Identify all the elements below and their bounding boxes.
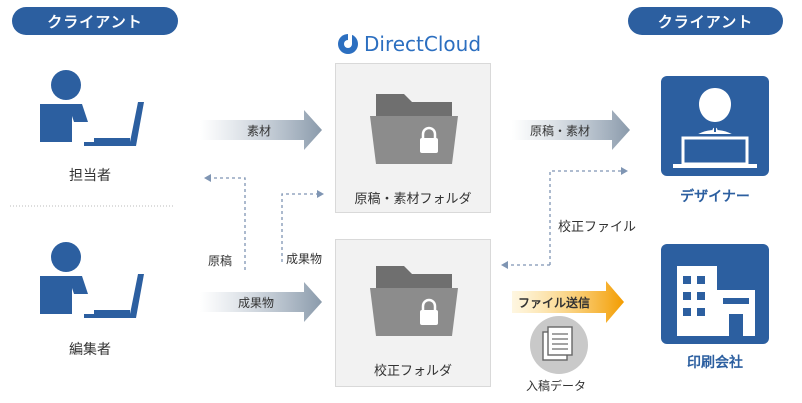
folder-1-box: 原稿・素材フォルダ: [335, 63, 491, 213]
folder-2-box: 校正フォルダ: [335, 239, 491, 387]
person-1-label: 担当者: [69, 168, 111, 184]
arrow-seikabutsu-2-label: 成果物: [238, 296, 275, 310]
label-kousei-file: 校正ファイル: [558, 220, 637, 235]
printer-label: 印刷会社: [687, 355, 743, 371]
logo-text: DirectCloud: [364, 32, 482, 56]
arrow-file-soushin-label: ファイル送信: [518, 296, 591, 310]
left-client-badge: クライアント: [12, 7, 178, 35]
designer-tile: [661, 76, 769, 176]
right-client-badge: クライアント: [628, 7, 783, 35]
arrow-sozai-label: 素材: [247, 124, 272, 138]
arrow-seikabutsu-2: [200, 282, 322, 322]
folder-1-label: 原稿・素材フォルダ: [354, 192, 472, 207]
arrow-genkou-sozai: [512, 110, 630, 150]
designer-icon: [673, 88, 757, 168]
arrow-genkou-sozai-label: 原稿・素材: [530, 124, 591, 138]
label-genkou: 原稿: [208, 254, 233, 268]
person-2-label: 編集者: [69, 342, 111, 358]
arrow-file-soushin: [512, 281, 624, 323]
printer-tile: [661, 244, 769, 344]
building-icon: [677, 266, 755, 336]
arrow-sozai: [200, 110, 322, 150]
folder-2-icon: [370, 266, 458, 336]
folder-2-label: 校正フォルダ: [373, 364, 452, 379]
designer-label: デザイナー: [680, 189, 750, 205]
label-seikabutsu-1: 成果物: [286, 252, 323, 266]
folder-1-icon: [370, 94, 458, 164]
document-label: 入稿データ: [526, 379, 587, 393]
